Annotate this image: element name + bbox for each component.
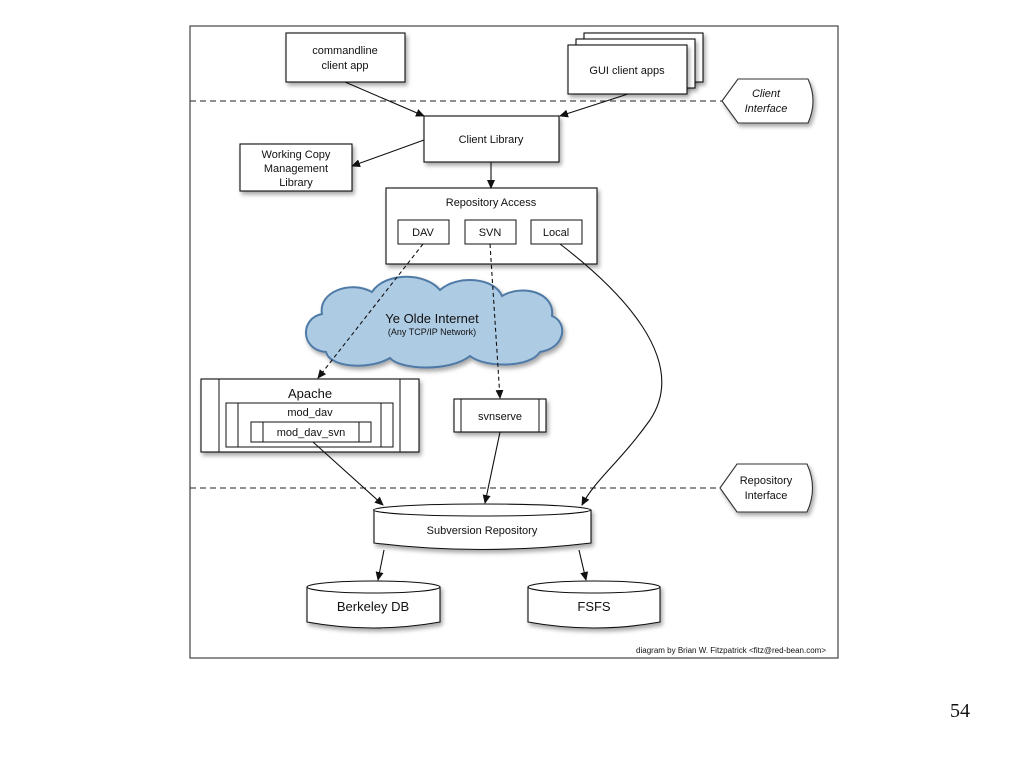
arrow-local-to-repository xyxy=(559,243,663,506)
repository-interface-label xyxy=(719,463,814,513)
svn-box xyxy=(464,219,517,245)
svn-text: SVN xyxy=(479,227,502,239)
repository-interface-text-1: Repository xyxy=(740,475,793,487)
diagram-credit: diagram by Brian W. Fitzpatrick <fitz@re… xyxy=(636,646,826,655)
internet-cloud xyxy=(305,275,564,369)
client-library-text: Client Library xyxy=(459,134,524,146)
berkeley-db-cylinder xyxy=(306,580,441,629)
arrow-repository-to-berkeley xyxy=(375,549,385,581)
svnserve-box xyxy=(453,398,547,433)
client-interface-text-2: Interface xyxy=(745,103,788,115)
working-copy-box xyxy=(239,143,353,192)
repository-access-text: Repository Access xyxy=(446,197,537,209)
arrow-svn-to-svnserve xyxy=(489,243,504,399)
arrow-repository-to-fsfs xyxy=(578,549,589,581)
internet-title-text: Ye Olde Internet xyxy=(385,311,479,326)
fsfs-cylinder xyxy=(527,580,661,629)
arrow-svnserve-to-repository xyxy=(482,431,501,504)
fsfs-text: FSFS xyxy=(577,599,611,614)
dav-text: DAV xyxy=(412,227,434,239)
arrow-library-to-working-copy xyxy=(351,139,425,168)
local-box xyxy=(530,219,583,245)
connector-arrows xyxy=(312,81,663,581)
svnserve-text: svnserve xyxy=(478,411,522,423)
subversion-repository-text: Subversion Repository xyxy=(427,525,538,537)
repository-interface-text-2: Interface xyxy=(745,490,788,502)
working-copy-text-3: Library xyxy=(279,177,313,189)
apache-text: Apache xyxy=(288,386,332,401)
client-interface-text-1: Client xyxy=(752,88,781,100)
commandline-client-text-1: commandline xyxy=(312,45,377,57)
mod-dav-text: mod_dav xyxy=(287,407,333,419)
gui-client-box xyxy=(567,44,688,95)
working-copy-text-2: Management xyxy=(264,163,328,175)
page-number: 54 xyxy=(950,700,970,722)
arrow-dav-to-apache xyxy=(317,243,424,379)
commandline-client-text-2: client app xyxy=(321,60,368,72)
local-text: Local xyxy=(543,227,569,239)
arrow-apache-to-repository xyxy=(312,441,384,506)
gui-client-stack xyxy=(567,32,704,95)
working-copy-text-1: Working Copy xyxy=(262,149,331,161)
internet-subtitle-text: (Any TCP/IP Network) xyxy=(388,327,476,337)
mod-dav-svn-text: mod_dav_svn xyxy=(277,427,346,439)
commandline-client-box xyxy=(285,32,406,83)
gui-client-text: GUI client apps xyxy=(589,65,665,77)
arrow-commandline-to-library xyxy=(344,81,425,117)
dav-box xyxy=(397,219,450,245)
subversion-repository-cylinder xyxy=(372,503,592,551)
arrow-gui-to-library xyxy=(559,93,629,118)
berkeley-db-text: Berkeley DB xyxy=(337,599,409,614)
mod-dav-svn-box xyxy=(250,421,372,443)
client-interface-label xyxy=(721,78,814,124)
